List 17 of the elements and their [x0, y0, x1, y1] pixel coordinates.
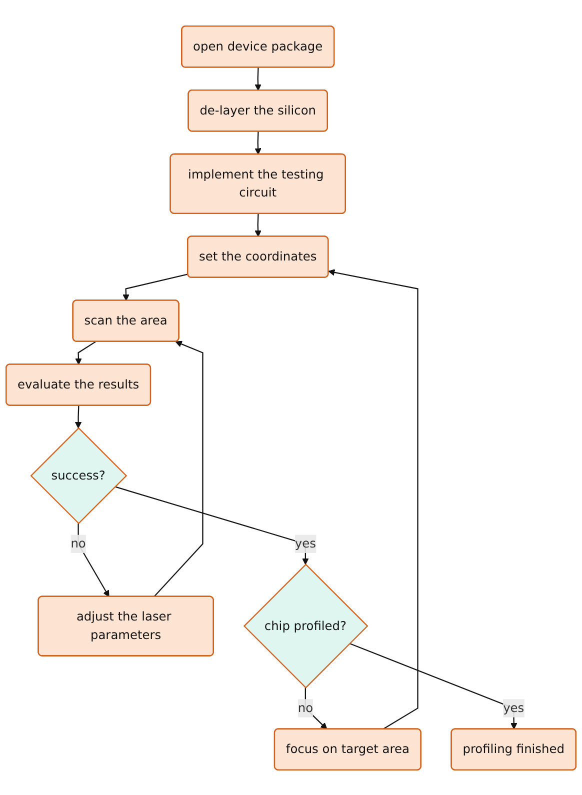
- edge-label: no: [70, 536, 86, 550]
- arrow: [254, 213, 262, 236]
- arrow: [154, 340, 204, 597]
- node-diamond: chip profiled?: [243, 563, 368, 688]
- arrow: [78, 522, 110, 597]
- arrow: [114, 486, 309, 564]
- arrow: [74, 405, 82, 428]
- edge-label: no: [298, 700, 314, 715]
- arrow: [254, 131, 262, 154]
- arrow: [75, 340, 96, 364]
- edge-label: yes: [294, 536, 316, 550]
- arrow: [122, 273, 188, 300]
- edge-label: yes: [503, 700, 524, 715]
- node-diamond: success?: [30, 426, 128, 524]
- arrow: [254, 67, 262, 90]
- arrow: [349, 642, 518, 729]
- arrow: [328, 268, 418, 730]
